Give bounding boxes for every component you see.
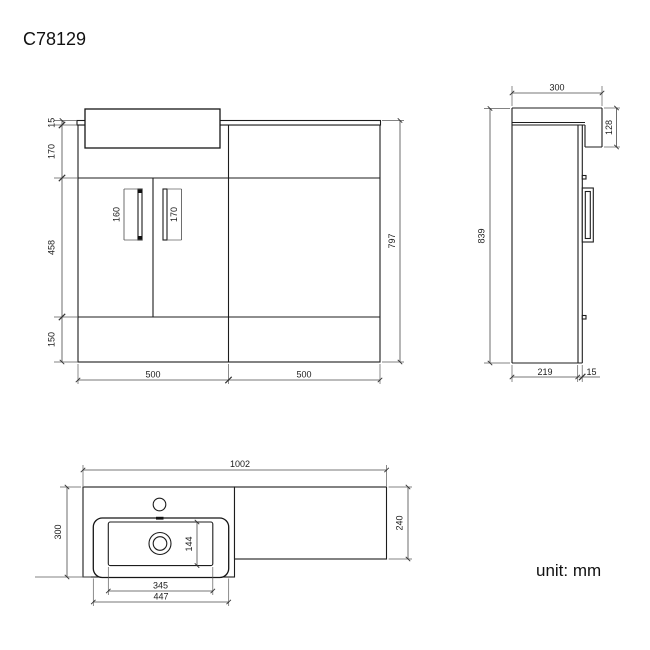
overflow-slot	[156, 516, 164, 520]
dim-bowl-inner-depth: 144	[184, 536, 194, 551]
dim-cabinet-depth: 219	[537, 367, 552, 377]
handle-end-cap	[137, 189, 142, 193]
dim-worktop-depth: 240	[394, 515, 404, 530]
side-handle-outer	[581, 187, 594, 243]
dim-basin-width: 447	[153, 591, 168, 601]
dim-door-height: 458	[46, 240, 56, 255]
dim-total-depth: 300	[549, 82, 564, 92]
dim-plinth-height: 150	[46, 332, 56, 347]
side-door-bottom-edge	[581, 314, 587, 320]
dim-door-thickness: 15	[586, 367, 596, 377]
dim-worktop-thickness: 15	[46, 118, 56, 128]
dim-total-height: 797	[387, 233, 397, 248]
dim-side-total-height: 839	[476, 228, 486, 243]
dim-wc-width: 500	[296, 369, 311, 379]
side-view: 300 128 839 219 15	[476, 82, 620, 382]
tap-hole	[152, 497, 167, 512]
side-door-top-edge	[581, 174, 587, 180]
drain-inner-circle	[152, 536, 168, 551]
unit-note: unit: mm	[536, 561, 601, 580]
drawing-title: C78129	[23, 29, 86, 49]
plan-bowl-inner	[107, 521, 214, 567]
dim-upper-band: 170	[46, 144, 56, 159]
handle-end-cap	[137, 236, 142, 240]
front-right-door-handle	[162, 188, 168, 241]
plan-wc-top	[233, 486, 388, 560]
dim-vanity-width: 500	[145, 369, 160, 379]
front-left-door-handle	[137, 188, 143, 241]
dim-right-handle: 170	[169, 207, 179, 222]
dim-total-width: 1002	[230, 459, 250, 469]
front-view: 15 170 458 150 797 500 500 160 170	[46, 108, 404, 384]
dim-bowl-inner-width: 345	[153, 580, 168, 590]
side-handle-inner	[584, 190, 591, 240]
dim-basin-drop: 128	[604, 120, 614, 135]
front-worktop-strip	[76, 119, 382, 126]
drain-outer-circle	[148, 531, 172, 556]
dim-plan-basin-depth: 300	[53, 524, 63, 539]
dim-left-handle: 160	[111, 207, 121, 222]
plan-view: 144 1002 300 240 345 447	[35, 459, 412, 606]
front-basin	[84, 108, 221, 149]
plan-basin-outline	[92, 517, 230, 579]
